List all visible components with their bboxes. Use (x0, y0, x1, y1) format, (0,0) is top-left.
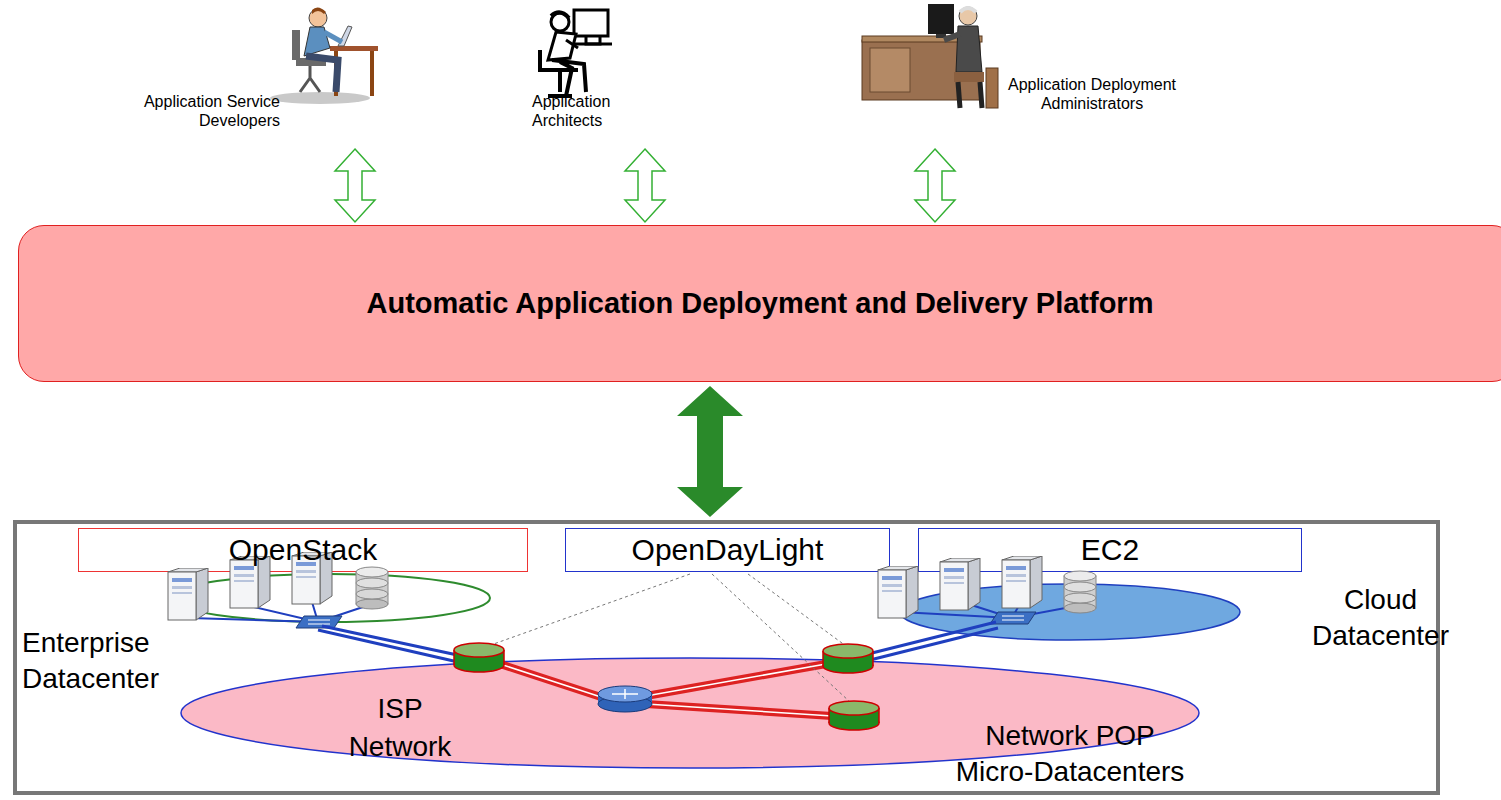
cloud-cluster (878, 566, 918, 618)
administrator-figure (958, 82, 982, 108)
pop-cylinders (454, 643, 879, 730)
network-links (318, 622, 998, 716)
ellipse-outline (181, 658, 1199, 768)
network-links (500, 664, 832, 716)
cloud-cluster (990, 612, 1036, 624)
architect-figure (540, 50, 578, 96)
controller-box: OpenStack (78, 528, 528, 572)
double-arrow (335, 149, 375, 222)
developer-figure (330, 46, 378, 51)
region-label: Cloud Datacenter (1293, 582, 1468, 654)
network-links (318, 626, 462, 662)
developer-figure (270, 7, 378, 104)
architect-figure (552, 60, 586, 96)
developer-figure (312, 7, 326, 14)
cloud-cluster (1064, 571, 1096, 613)
architect-figure (574, 10, 608, 36)
enterprise-cluster (356, 567, 388, 609)
architect-figure (548, 32, 576, 60)
cloud-cluster (1002, 556, 1042, 608)
sdn-control-lines (488, 574, 850, 702)
node-text: Application Architects (532, 92, 632, 130)
node-text: ISP Network (345, 690, 455, 766)
architect-figure (551, 13, 569, 31)
router-symbol (598, 686, 652, 712)
developer-figure (306, 56, 338, 92)
architect-figure (540, 10, 612, 96)
cloud-cluster (878, 556, 1240, 640)
infrastructure-frame: OpenStack OpenDayLight EC2ISP Network (13, 520, 1440, 795)
architect-figure (566, 40, 578, 48)
platform-box: Automatic Application Deployment and Del… (18, 225, 1501, 382)
developer-figure (292, 30, 300, 60)
administrator-figure (862, 4, 998, 108)
administrator-figure (870, 48, 910, 92)
pop-cylinders (823, 644, 873, 673)
double-arrow (677, 386, 743, 517)
sdn-control-lines (488, 574, 850, 702)
enterprise-cluster (292, 552, 332, 604)
person-node: Application Service Developers (130, 0, 390, 145)
network-links (868, 622, 998, 660)
developer-figure (300, 66, 320, 92)
administrator-figure (954, 72, 984, 82)
region-label: Enterprise Datacenter (22, 625, 172, 697)
node-text: Application Deployment Administrators (1000, 75, 1184, 113)
developer-figure (370, 51, 374, 96)
network-links (500, 664, 832, 716)
router-symbol (598, 686, 652, 702)
ellipse-outline (180, 657, 1200, 769)
isp-network-ellipse: ISP Network (180, 657, 1200, 769)
double-arrow (915, 149, 955, 222)
administrator-figure (928, 4, 954, 34)
node-text: Application Service Developers (135, 92, 280, 130)
developer-figure (270, 92, 370, 104)
administrator-figure (986, 68, 998, 108)
node-text: OpenStack (229, 533, 377, 567)
administrator-figure (959, 7, 977, 25)
pop-cylinders (829, 701, 879, 730)
enterprise-cluster (168, 568, 208, 620)
administrator-figure (960, 8, 976, 12)
architect-figure (551, 12, 569, 18)
enterprise-cluster (168, 552, 490, 628)
node-text: Automatic Application Deployment and Del… (367, 287, 1154, 320)
administrator-figure (956, 26, 982, 72)
router-symbol (612, 689, 638, 699)
pop-cylinders (454, 643, 504, 672)
double-arrow (625, 149, 665, 222)
node-text: EC2 (1081, 533, 1139, 567)
enterprise-cluster (230, 556, 270, 608)
region-label: Network POP Micro-Datacenters (950, 718, 1190, 790)
controller-box: OpenDayLight (565, 528, 890, 572)
administrator-figure (944, 34, 960, 40)
cloud-cluster (900, 600, 1076, 618)
enterprise-cluster (190, 602, 372, 622)
enterprise-cluster (296, 616, 342, 628)
node-text: OpenDayLight (632, 533, 824, 567)
developer-figure (324, 32, 342, 42)
cloud-cluster (940, 558, 980, 610)
